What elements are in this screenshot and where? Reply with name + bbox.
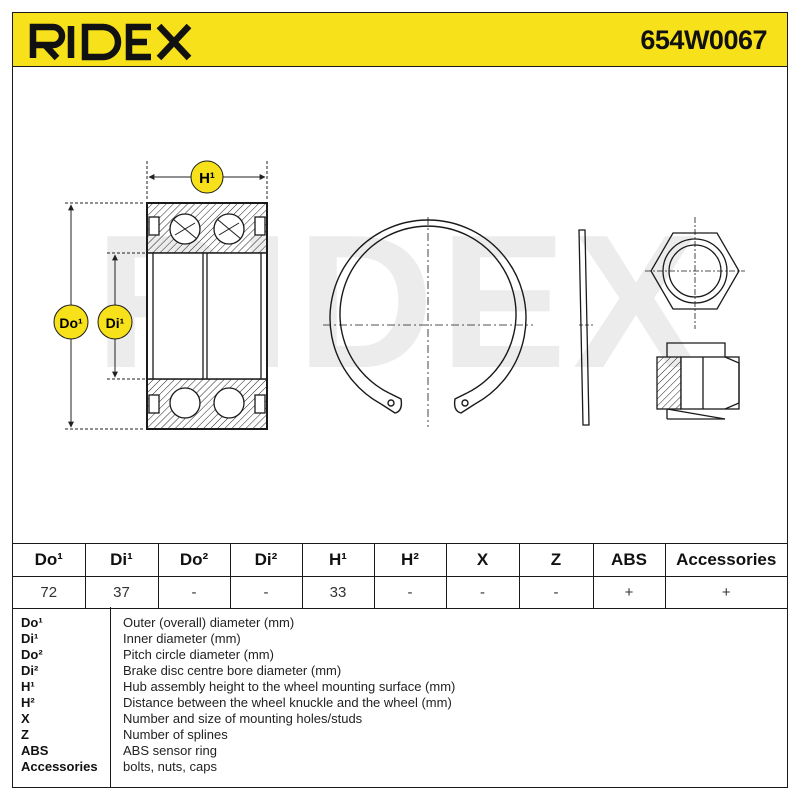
legend-item: X Number and size of mounting holes/stud… [13, 711, 787, 727]
legend-desc: Pitch circle diameter (mm) [123, 647, 274, 662]
spec-header: Accessories [664, 543, 787, 577]
spec-value: 37 [84, 576, 159, 609]
spec-value: 72 [13, 576, 86, 609]
spec-header: ABS [592, 543, 666, 577]
legend: Do¹ Outer (overall) diameter (mm) Di¹ In… [13, 607, 787, 787]
legend-key: ABS [21, 743, 49, 758]
spec-value: - [229, 576, 303, 609]
spec-value: - [518, 576, 594, 609]
ring-side-view [578, 229, 593, 426]
legend-key: H² [21, 695, 35, 710]
spec-header: H¹ [301, 543, 375, 577]
legend-divider [110, 607, 111, 787]
nut-side-view [656, 342, 740, 420]
product-sheet: 654W0067 RIDEX [12, 12, 788, 788]
legend-key: X [21, 711, 30, 726]
di1-badge [97, 304, 133, 340]
legend-key: Do¹ [21, 615, 43, 630]
spec-table: Do¹ Di¹ Do² Di² H¹ H² X Z ABS Accessorie… [13, 543, 787, 609]
legend-item: Z Number of splines [13, 727, 787, 743]
spec-header: H² [373, 543, 447, 577]
legend-desc: Brake disc centre bore diameter (mm) [123, 663, 342, 678]
legend-item: Do¹ Outer (overall) diameter (mm) [13, 615, 787, 631]
spec-header: Do¹ [13, 543, 86, 577]
spec-header: Do² [157, 543, 231, 577]
legend-key: Z [21, 727, 29, 742]
ridex-logo [29, 23, 192, 61]
legend-desc: Outer (overall) diameter (mm) [123, 615, 295, 630]
legend-desc: Distance between the wheel knuckle and t… [123, 695, 452, 710]
header-bar: 654W0067 [13, 13, 787, 67]
legend-item: H¹ Hub assembly height to the wheel moun… [13, 679, 787, 695]
circlip [323, 217, 533, 427]
spec-value: + [664, 576, 787, 609]
spec-value: - [445, 576, 520, 609]
legend-item: H² Distance between the wheel knuckle an… [13, 695, 787, 711]
legend-key: Do² [21, 647, 43, 662]
h1-label: H¹ [199, 170, 215, 187]
h1-badge [190, 160, 224, 194]
legend-item: Accessories bolts, nuts, caps [13, 759, 787, 775]
legend-desc: bolts, nuts, caps [123, 759, 217, 774]
legend-desc: Hub assembly height to the wheel mountin… [123, 679, 456, 694]
legend-key: Accessories [21, 759, 98, 774]
spec-header-row: Do¹ Di¹ Do² Di² H¹ H² X Z ABS Accessorie… [13, 543, 787, 577]
legend-item: ABS ABS sensor ring [13, 743, 787, 759]
spec-header: Di¹ [84, 543, 159, 577]
legend-desc: ABS sensor ring [123, 743, 217, 758]
legend-key: H¹ [21, 679, 35, 694]
nut-front-view [645, 217, 745, 329]
do1-badge [53, 304, 89, 340]
legend-desc: Number and size of mounting holes/studs [123, 711, 363, 726]
legend-item: Do² Pitch circle diameter (mm) [13, 647, 787, 663]
legend-item: Di² Brake disc centre bore diameter (mm) [13, 663, 787, 679]
spec-header: X [445, 543, 520, 577]
spec-header: Di² [229, 543, 303, 577]
spec-value: - [157, 576, 231, 609]
legend-item: Di¹ Inner diameter (mm) [13, 631, 787, 647]
spec-value: 33 [301, 576, 375, 609]
spec-value: - [373, 576, 447, 609]
technical-drawing: RIDEX [53, 160, 745, 430]
legend-key: Di² [21, 663, 39, 678]
do1-label: Do¹ [59, 315, 83, 331]
legend-desc: Inner diameter (mm) [123, 631, 241, 646]
spec-header: Z [518, 543, 594, 577]
bearing-section [146, 202, 268, 430]
di1-label: Di¹ [106, 315, 125, 331]
part-number: 654W0067 [640, 25, 767, 55]
legend-desc: Number of splines [123, 727, 228, 742]
spec-value: + [592, 576, 666, 609]
spec-value-row: 72 37 - - 33 - - - + + [13, 576, 787, 609]
legend-key: Di¹ [21, 631, 39, 646]
